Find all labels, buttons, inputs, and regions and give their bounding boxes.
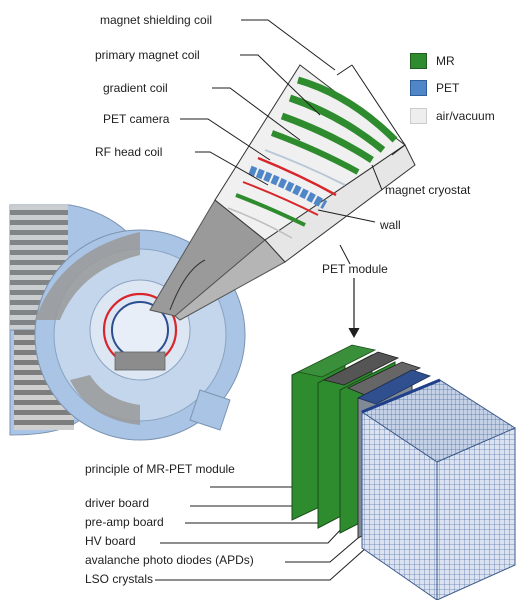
primary-coil-band-2	[270, 130, 360, 175]
label-rf-head-coil: RF head coil	[95, 145, 163, 159]
magnified-wedge	[149, 64, 416, 321]
lso-crystal-side	[436, 427, 516, 600]
label-wall: wall	[380, 218, 401, 232]
label-hv-board: HV board	[85, 534, 136, 548]
label-gradient-coil: gradient coil	[103, 81, 168, 95]
leader-lines	[155, 19, 383, 581]
gradient-coil-line	[257, 156, 337, 197]
lso-crystal-front	[361, 411, 438, 600]
label-magnet-cryostat: magnet cryostat	[385, 183, 471, 197]
label-magnet-shielding-coil: magnet shielding coil	[100, 13, 213, 27]
shield-coil-band-1	[297, 76, 398, 143]
shield-coil-band-2	[288, 94, 386, 153]
label-primary-magnet-coil: primary magnet coil	[95, 48, 200, 62]
legend-label-mr: MR	[436, 54, 455, 68]
label-pet-camera: PET camera	[103, 112, 170, 126]
legend-label-pet: PET	[436, 81, 460, 95]
legend-label-air: air/vacuum	[436, 109, 495, 123]
label-pet-module: PET module	[322, 262, 388, 276]
pet-module-diagram	[291, 344, 517, 600]
leader-shielding	[241, 19, 336, 71]
label-lso-crystals: LSO crystals	[85, 572, 154, 586]
primary-coil-band-1	[280, 112, 374, 163]
legend-swatch-pet	[410, 80, 427, 96]
pet-camera-band	[248, 165, 328, 209]
label-apds: avalanche photo diodes (APDs)	[85, 553, 254, 567]
cryostat-bracket	[336, 64, 406, 156]
legend-swatch-mr	[410, 53, 427, 69]
rf-coil-line	[242, 181, 319, 216]
label-pre-amp-board: pre-amp board	[85, 515, 164, 529]
label-driver-board: driver board	[85, 496, 150, 510]
rf-coil-band	[235, 193, 306, 227]
module-title: principle of MR-PET module	[85, 462, 235, 476]
legend-swatch-air	[410, 108, 427, 124]
